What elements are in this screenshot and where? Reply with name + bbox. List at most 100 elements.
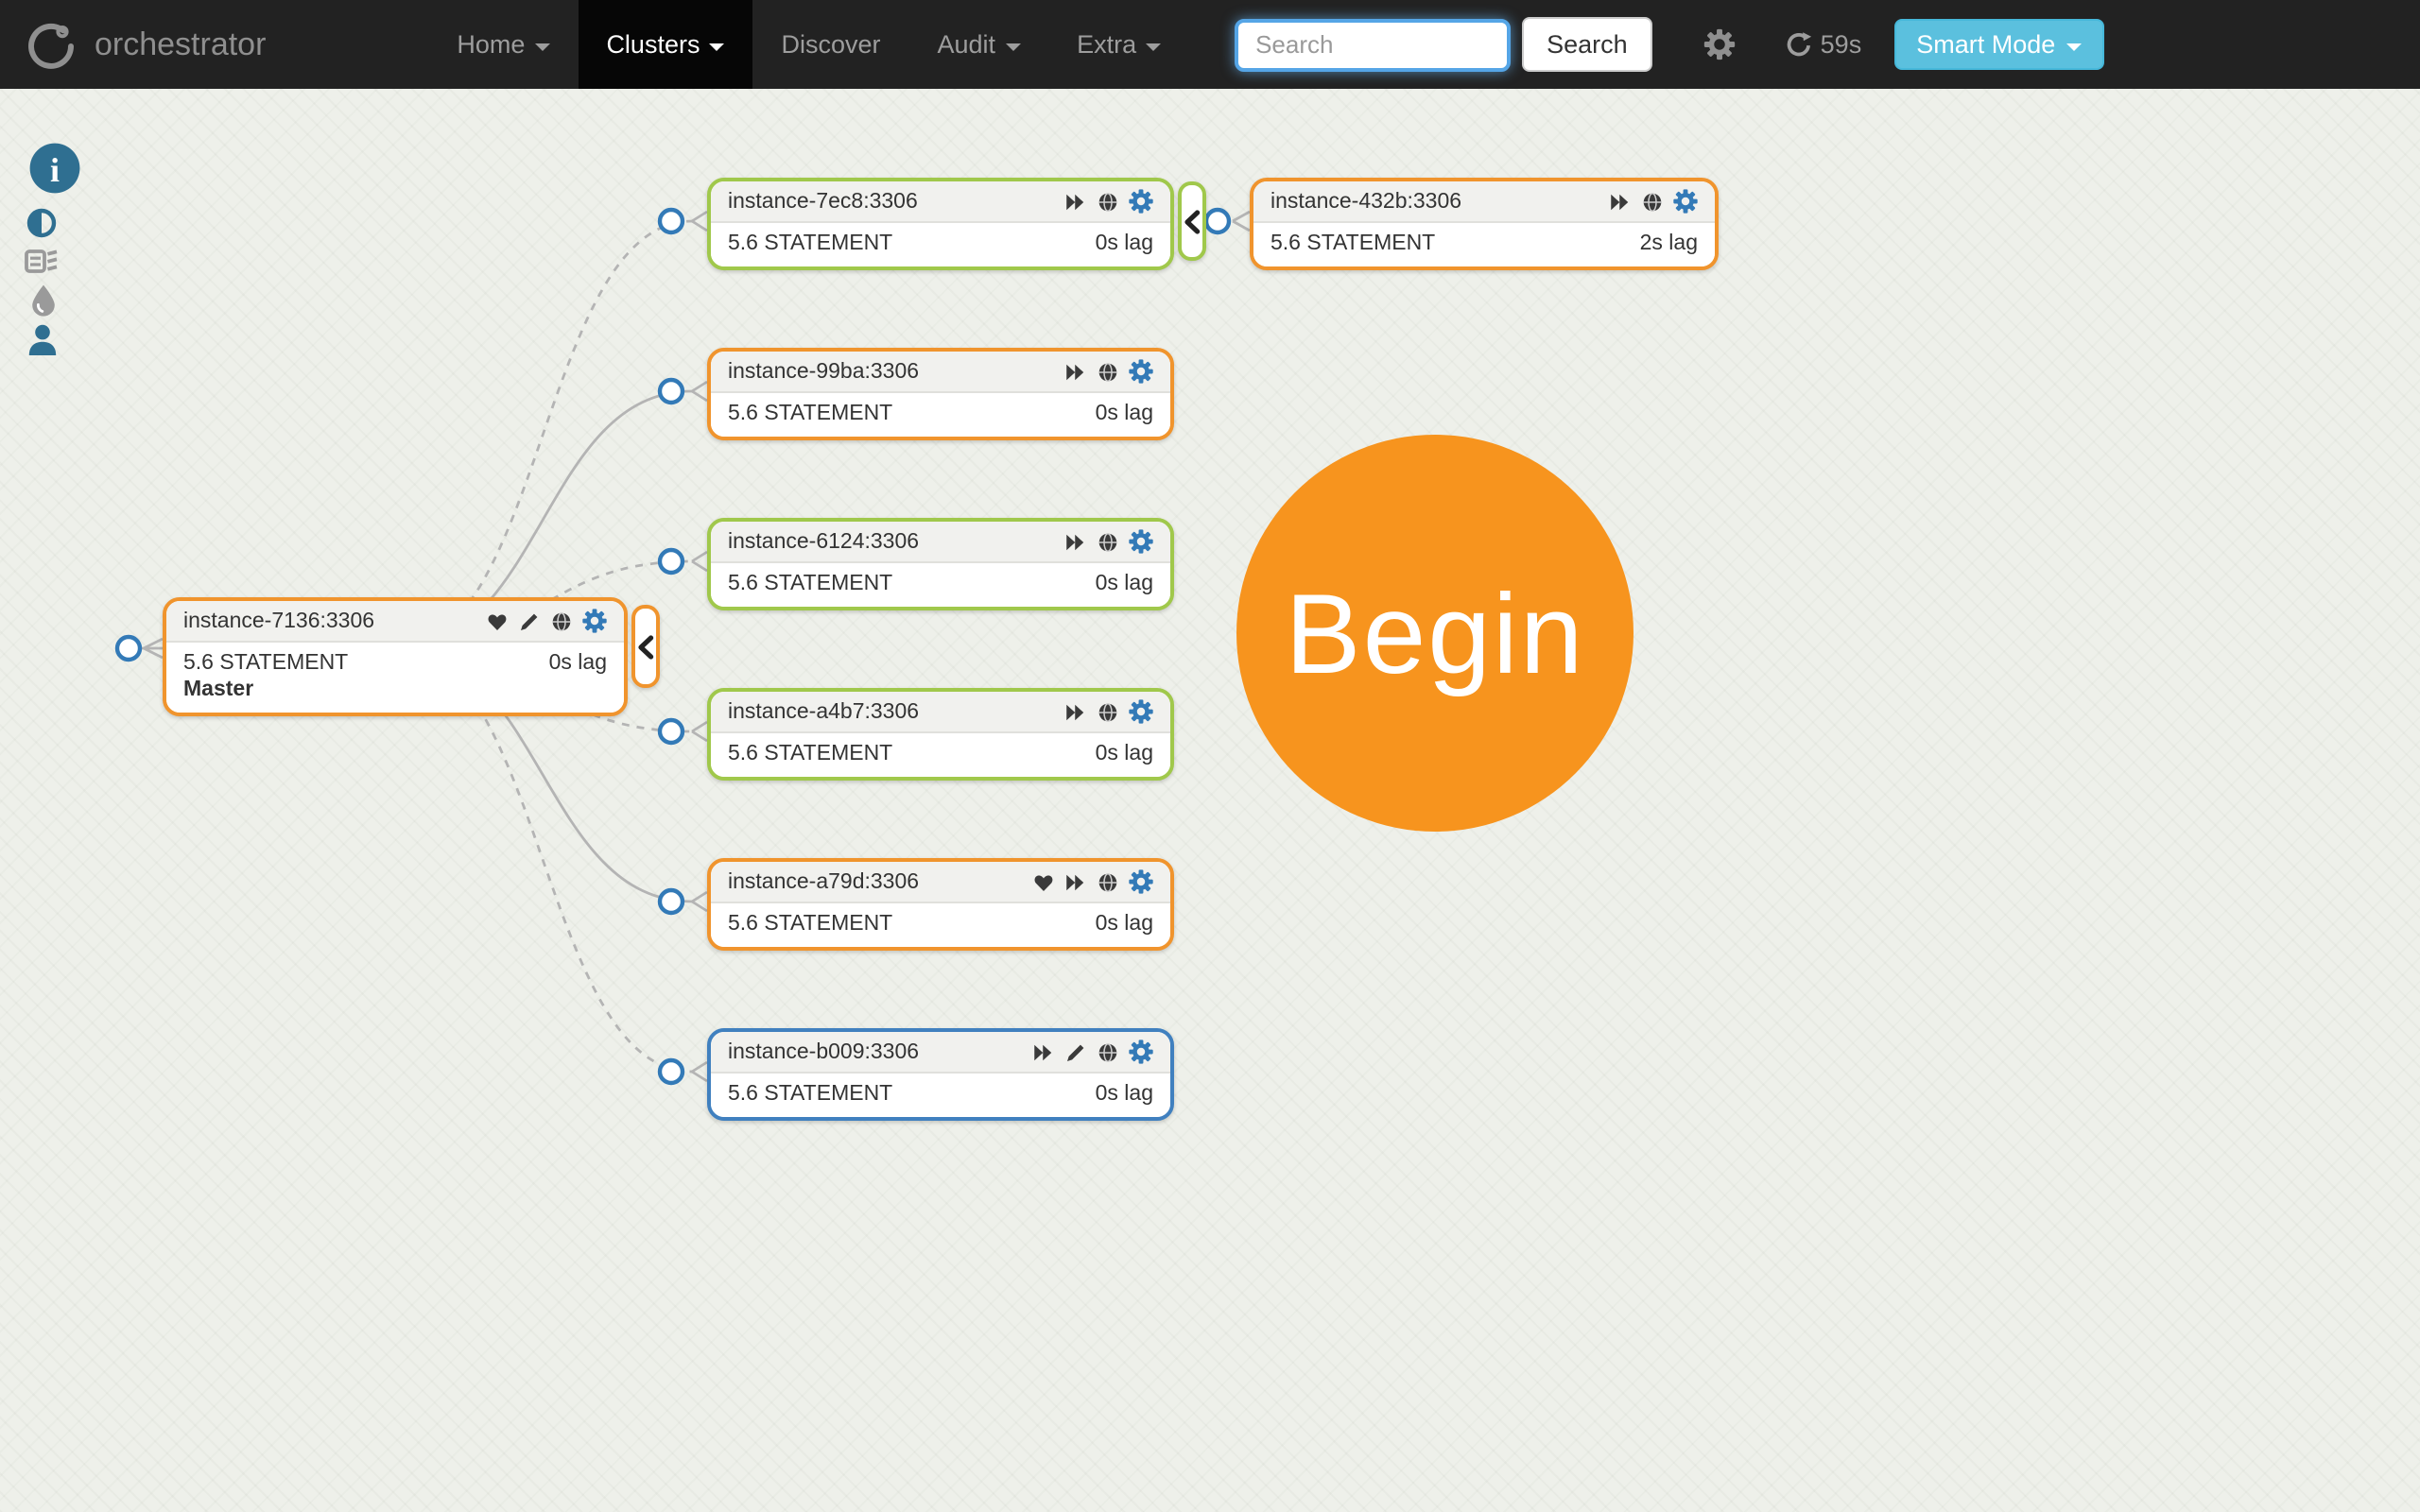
begin-demo-overlay[interactable]: Begin (1236, 435, 1634, 832)
top-navbar: orchestrator Home Clusters Discover Audi… (0, 0, 2420, 89)
user-icon[interactable] (26, 323, 59, 357)
chevron-down-icon (709, 43, 725, 50)
brand-title: orchestrator (95, 26, 267, 61)
instance-node-header[interactable]: instance-b009:3306 (711, 1032, 1170, 1074)
instance-node-header[interactable]: instance-a4b7:3306 (711, 692, 1170, 733)
settings-gear-icon[interactable] (1129, 529, 1153, 554)
node-connector[interactable] (657, 717, 685, 746)
collapse-handle[interactable] (631, 605, 660, 688)
instance-role: Master (183, 679, 254, 701)
instance-lag: 0s lag (1095, 403, 1153, 425)
instance-node-header[interactable]: instance-7136:3306 (166, 601, 624, 643)
heart-icon[interactable] (486, 610, 509, 632)
chevron-down-icon (2066, 43, 2083, 50)
instance-node-header[interactable]: instance-6124:3306 (711, 522, 1170, 563)
instance-lag: 0s lag (1095, 1083, 1153, 1106)
begin-label: Begin (1285, 570, 1585, 696)
node-connector[interactable] (657, 207, 685, 235)
forward-icon[interactable] (1609, 190, 1632, 213)
instance-node-header[interactable]: instance-7ec8:3306 (711, 181, 1170, 223)
forward-icon[interactable] (1064, 190, 1087, 213)
instance-title: instance-6124:3306 (728, 530, 920, 553)
instance-title: instance-432b:3306 (1270, 190, 1462, 213)
instance-node[interactable]: instance-a4b7:3306 5.6 STATEMENT 0s lag (707, 688, 1174, 781)
node-connector[interactable] (657, 1057, 685, 1086)
instance-node[interactable]: instance-7ec8:3306 5.6 STATEMENT 0s lag (707, 178, 1174, 270)
settings-gear-icon[interactable] (1129, 699, 1153, 724)
settings-gear-icon[interactable] (1129, 869, 1153, 894)
instance-title: instance-a79d:3306 (728, 870, 920, 893)
instance-node[interactable]: instance-99ba:3306 5.6 STATEMENT 0s lag (707, 348, 1174, 440)
forward-icon[interactable] (1064, 870, 1087, 893)
refresh-countdown-label: 59s (1820, 30, 1862, 59)
globe-icon[interactable] (550, 610, 573, 632)
instance-node[interactable]: instance-a79d:3306 5.6 STATEMENT 0s lag (707, 858, 1174, 951)
instance-title: instance-7ec8:3306 (728, 190, 918, 213)
adjust-contrast-icon[interactable] (26, 208, 57, 238)
node-connector[interactable] (1203, 207, 1232, 235)
refresh-countdown[interactable]: 59s (1785, 30, 1862, 59)
instance-version: 5.6 STATEMENT (728, 403, 893, 425)
orchestrator-logo-icon (28, 22, 74, 68)
instance-node[interactable]: instance-6124:3306 5.6 STATEMENT 0s lag (707, 518, 1174, 610)
chevron-down-icon (1005, 43, 1021, 50)
instance-node[interactable]: instance-432b:3306 5.6 STATEMENT 2s lag (1250, 178, 1719, 270)
settings-gear-icon[interactable] (1129, 189, 1153, 214)
pencil-icon[interactable] (1064, 1040, 1087, 1063)
settings-gear-icon[interactable] (1129, 359, 1153, 384)
pencil-icon[interactable] (518, 610, 541, 632)
tint-icon[interactable] (29, 284, 56, 318)
instance-node-header[interactable]: instance-a79d:3306 (711, 862, 1170, 903)
instance-version: 5.6 STATEMENT (728, 743, 893, 765)
collapse-handle[interactable] (1178, 181, 1206, 261)
menu-item-clusters[interactable]: Clusters (578, 0, 753, 89)
globe-icon[interactable] (1097, 190, 1119, 213)
compact-display-icon[interactable] (25, 248, 59, 276)
instance-version: 5.6 STATEMENT (728, 1083, 893, 1106)
heart-icon[interactable] (1032, 870, 1055, 893)
instance-title: instance-b009:3306 (728, 1040, 920, 1063)
globe-icon[interactable] (1097, 870, 1119, 893)
search-button[interactable]: Search (1522, 17, 1652, 72)
globe-icon[interactable] (1097, 360, 1119, 383)
settings-gear-icon[interactable] (1673, 189, 1698, 214)
brand[interactable]: orchestrator (0, 16, 266, 73)
svg-text:i: i (50, 151, 60, 189)
info-icon[interactable]: i (28, 142, 81, 195)
node-connector[interactable] (657, 887, 685, 916)
gear-icon[interactable] (1703, 28, 1736, 60)
menu-item-extra[interactable]: Extra (1048, 0, 1189, 89)
chevron-left-icon (638, 634, 654, 659)
node-connector[interactable] (657, 377, 685, 405)
globe-icon[interactable] (1641, 190, 1664, 213)
instance-lag: 0s lag (548, 652, 607, 675)
main-menu: Home Clusters Discover Audit Extra (428, 0, 1189, 89)
chevron-down-icon (1146, 43, 1162, 50)
search-input[interactable] (1235, 18, 1512, 71)
menu-item-discover[interactable]: Discover (781, 30, 881, 59)
instance-node-header[interactable]: instance-99ba:3306 (711, 352, 1170, 393)
menu-item-home[interactable]: Home (428, 0, 578, 89)
instance-lag: 0s lag (1095, 913, 1153, 936)
instance-node[interactable]: instance-b009:3306 5.6 STATEMENT 0s lag (707, 1028, 1174, 1121)
settings-gear-icon[interactable] (582, 609, 607, 633)
globe-icon[interactable] (1097, 530, 1119, 553)
forward-icon[interactable] (1064, 700, 1087, 723)
instance-title: instance-99ba:3306 (728, 360, 920, 383)
chevron-left-icon (1184, 209, 1201, 233)
smart-mode-button[interactable]: Smart Mode (1893, 19, 2105, 70)
instance-version: 5.6 STATEMENT (728, 232, 893, 255)
instance-node-header[interactable]: instance-432b:3306 (1253, 181, 1715, 223)
node-connector[interactable] (657, 547, 685, 576)
node-connector[interactable] (114, 634, 143, 662)
globe-icon[interactable] (1097, 1040, 1119, 1063)
settings-gear-icon[interactable] (1129, 1040, 1153, 1064)
forward-icon[interactable] (1032, 1040, 1055, 1063)
globe-icon[interactable] (1097, 700, 1119, 723)
forward-icon[interactable] (1064, 360, 1087, 383)
forward-icon[interactable] (1064, 530, 1087, 553)
instance-node-master[interactable]: instance-7136:3306 5.6 STATEMENT 0s lag … (163, 597, 628, 716)
chevron-down-icon (534, 43, 550, 50)
menu-item-audit[interactable]: Audit (909, 0, 1049, 89)
instance-version: 5.6 STATEMENT (728, 573, 893, 595)
